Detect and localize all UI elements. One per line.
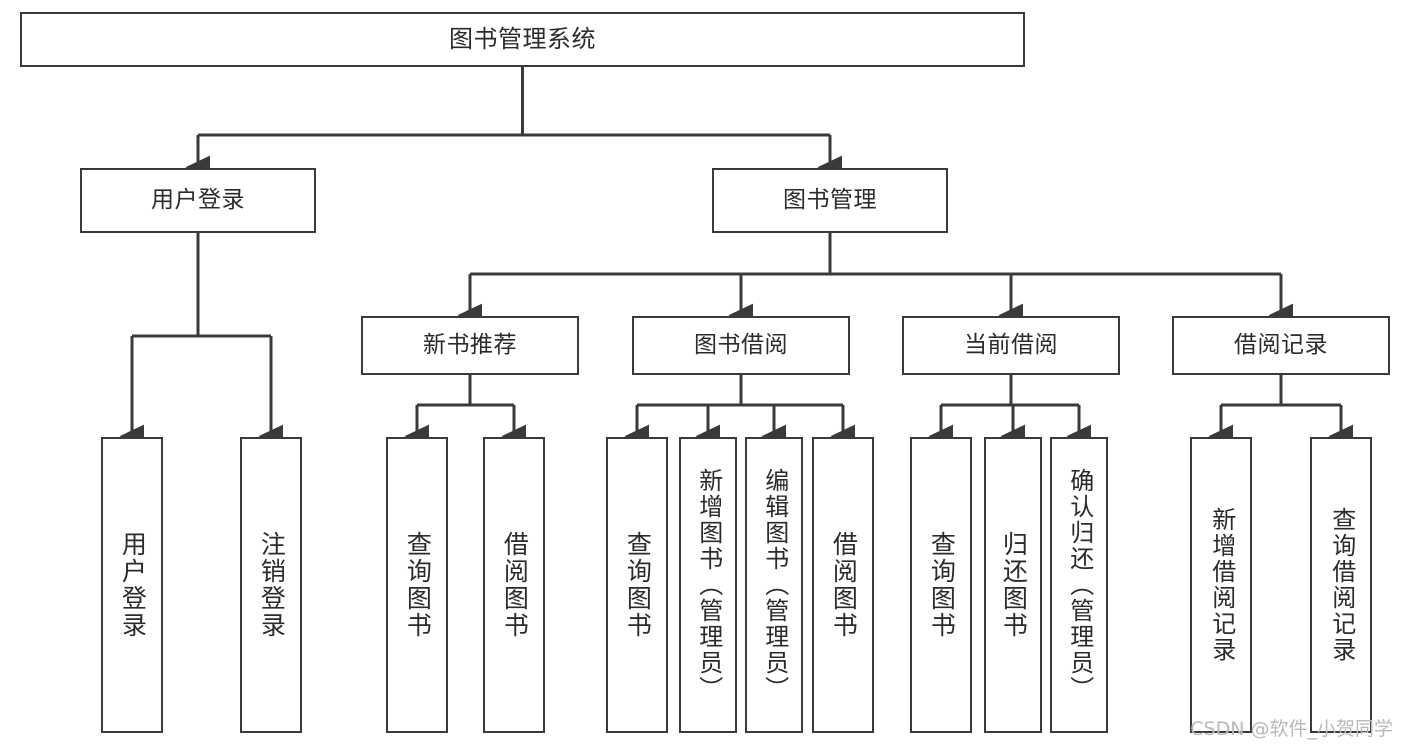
node-label: 新增图书（管理员） (694, 468, 723, 702)
node-label: 图书管理 (783, 186, 877, 213)
node-label: 当前借阅 (964, 331, 1058, 358)
node-new-book-recommend[interactable]: 新书推荐 (361, 316, 579, 375)
csdn-watermark: CSDN @软件_小贺同学 (1190, 718, 1393, 740)
node-leaf-query-book-borrow[interactable]: 查询图书 (606, 437, 668, 733)
node-user-login[interactable]: 用户登录 (80, 168, 316, 233)
node-leaf-query-book-current[interactable]: 查询图书 (910, 437, 972, 733)
node-label: 新增借阅记录 (1207, 507, 1236, 663)
node-label: 借阅图书 (500, 531, 530, 639)
node-leaf-borrow-book-recommend[interactable]: 借阅图书 (483, 437, 545, 733)
node-label: 查询图书 (403, 531, 433, 639)
node-book-borrow[interactable]: 图书借阅 (632, 316, 850, 375)
node-label: 图书借阅 (694, 331, 788, 358)
node-root-system[interactable]: 图书管理系统 (20, 12, 1025, 67)
node-label: 新书推荐 (423, 331, 517, 358)
node-leaf-user-login[interactable]: 用户登录 (101, 437, 163, 733)
node-leaf-edit-book-admin[interactable]: 编辑图书（管理员） (745, 437, 803, 733)
node-book-management[interactable]: 图书管理 (712, 168, 948, 233)
node-leaf-borrow-book[interactable]: 借阅图书 (812, 437, 874, 733)
node-label: 查询图书 (623, 531, 653, 639)
node-label: 编辑图书（管理员） (760, 468, 789, 702)
node-label: 图书管理系统 (449, 25, 596, 54)
node-leaf-query-book-recommend[interactable]: 查询图书 (386, 437, 448, 733)
node-leaf-logout[interactable]: 注销登录 (240, 437, 302, 733)
node-label: 归还图书 (999, 531, 1029, 639)
node-label: 确认归还（管理员） (1065, 468, 1094, 702)
node-borrow-record[interactable]: 借阅记录 (1172, 316, 1390, 375)
node-leaf-return-book[interactable]: 归还图书 (984, 437, 1042, 733)
node-label: 用户登录 (118, 531, 148, 639)
node-label: 注销登录 (257, 531, 287, 639)
node-current-borrow[interactable]: 当前借阅 (902, 316, 1120, 375)
node-label: 查询借阅记录 (1327, 507, 1356, 663)
connector-lines (119, 67, 1354, 449)
node-leaf-add-book-admin[interactable]: 新增图书（管理员） (679, 437, 737, 733)
node-label: 借阅记录 (1234, 331, 1328, 358)
node-leaf-add-borrow-record[interactable]: 新增借阅记录 (1190, 437, 1252, 733)
node-label: 用户登录 (151, 186, 245, 213)
node-label: 借阅图书 (829, 531, 859, 639)
node-leaf-query-borrow-record[interactable]: 查询借阅记录 (1310, 437, 1372, 733)
node-leaf-confirm-return-admin[interactable]: 确认归还（管理员） (1050, 437, 1108, 733)
node-label: 查询图书 (927, 531, 957, 639)
